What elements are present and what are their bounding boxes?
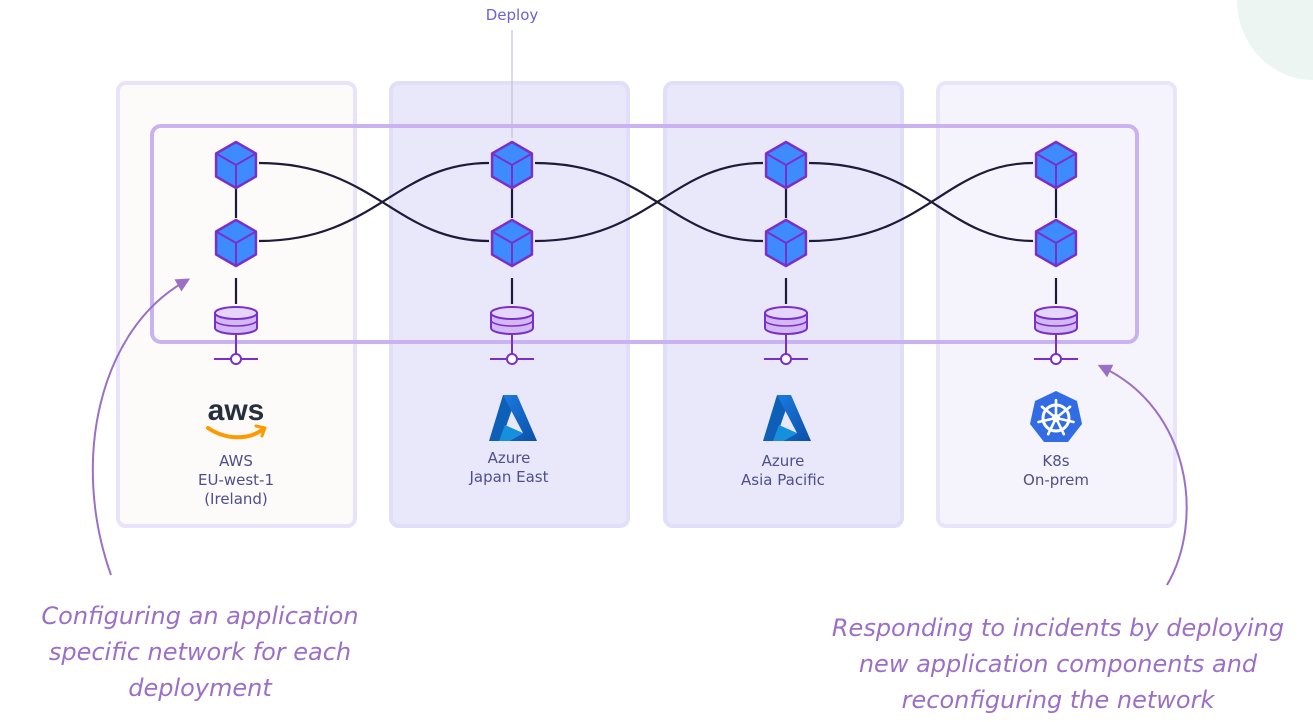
annotation-line: new application components and — [858, 650, 1258, 678]
annotation-line: Configuring an application — [41, 602, 359, 630]
panel-aws — [116, 81, 357, 528]
panel-label-azure-asia-pacific: Azure Asia Pacific — [663, 452, 903, 490]
cube-node-icon — [764, 140, 808, 190]
annotation-line: deployment — [128, 674, 272, 702]
left-annotation: Configuring an application specific netw… — [20, 598, 380, 706]
panel-azure-asia-pacific — [663, 81, 904, 528]
panel-label-azure-japan-east: Azure Japan East — [389, 449, 629, 487]
router-node-icon — [764, 306, 808, 365]
cube-node-icon — [214, 140, 258, 190]
panel-label-line: EU-west-1 — [197, 471, 275, 489]
left-annotation-arrow — [91, 278, 191, 576]
router-node-icon — [1034, 306, 1078, 365]
panel-label-line: K8s — [1042, 452, 1070, 470]
panel-label-k8s-on-prem: K8s On-prem — [936, 452, 1176, 490]
application-network-boundary — [150, 124, 1139, 344]
svg-text:aws: aws — [208, 394, 265, 427]
azure-logo-japan-east — [489, 395, 537, 441]
panel-k8s-on-prem — [936, 81, 1177, 528]
annotation-line: Responding to incidents by deploying — [831, 614, 1285, 642]
cube-node-icon — [764, 218, 808, 268]
cube-node-icon — [490, 140, 534, 190]
cube-node-icon — [490, 218, 534, 268]
mesh-links — [234, 161, 1058, 304]
panel-label-line: Japan East — [469, 468, 549, 486]
router-nodes — [214, 306, 1078, 365]
cube-node-icon — [1034, 140, 1078, 190]
azure-logo-asia-pacific — [763, 395, 811, 441]
kubernetes-logo — [1030, 391, 1082, 442]
router-node-icon — [214, 306, 258, 365]
panel-label-line: (Ireland) — [204, 490, 268, 508]
panel-azure-japan-east — [389, 81, 630, 528]
annotation-line: reconfiguring the network — [901, 686, 1215, 714]
panel-label-line: On-prem — [1023, 471, 1089, 489]
cube-node-icon — [1034, 218, 1078, 268]
corner-decoration — [1237, 0, 1313, 80]
panel-label-line: AWS — [219, 452, 253, 470]
panel-label-line: Azure — [761, 452, 805, 470]
cube-nodes — [214, 140, 1078, 268]
panel-label-line: Asia Pacific — [741, 471, 825, 489]
panel-label-aws: AWS EU-west-1 (Ireland) — [116, 452, 356, 509]
deploy-label: Deploy — [485, 6, 539, 24]
panel-label-line: Azure — [487, 449, 531, 467]
annotation-line: specific network for each — [48, 638, 352, 666]
router-node-icon — [490, 306, 534, 365]
cube-node-icon — [214, 218, 258, 268]
right-annotation: Responding to incidents by deploying new… — [808, 610, 1308, 718]
right-annotation-arrow — [1097, 364, 1188, 586]
aws-logo: aws — [206, 394, 267, 440]
